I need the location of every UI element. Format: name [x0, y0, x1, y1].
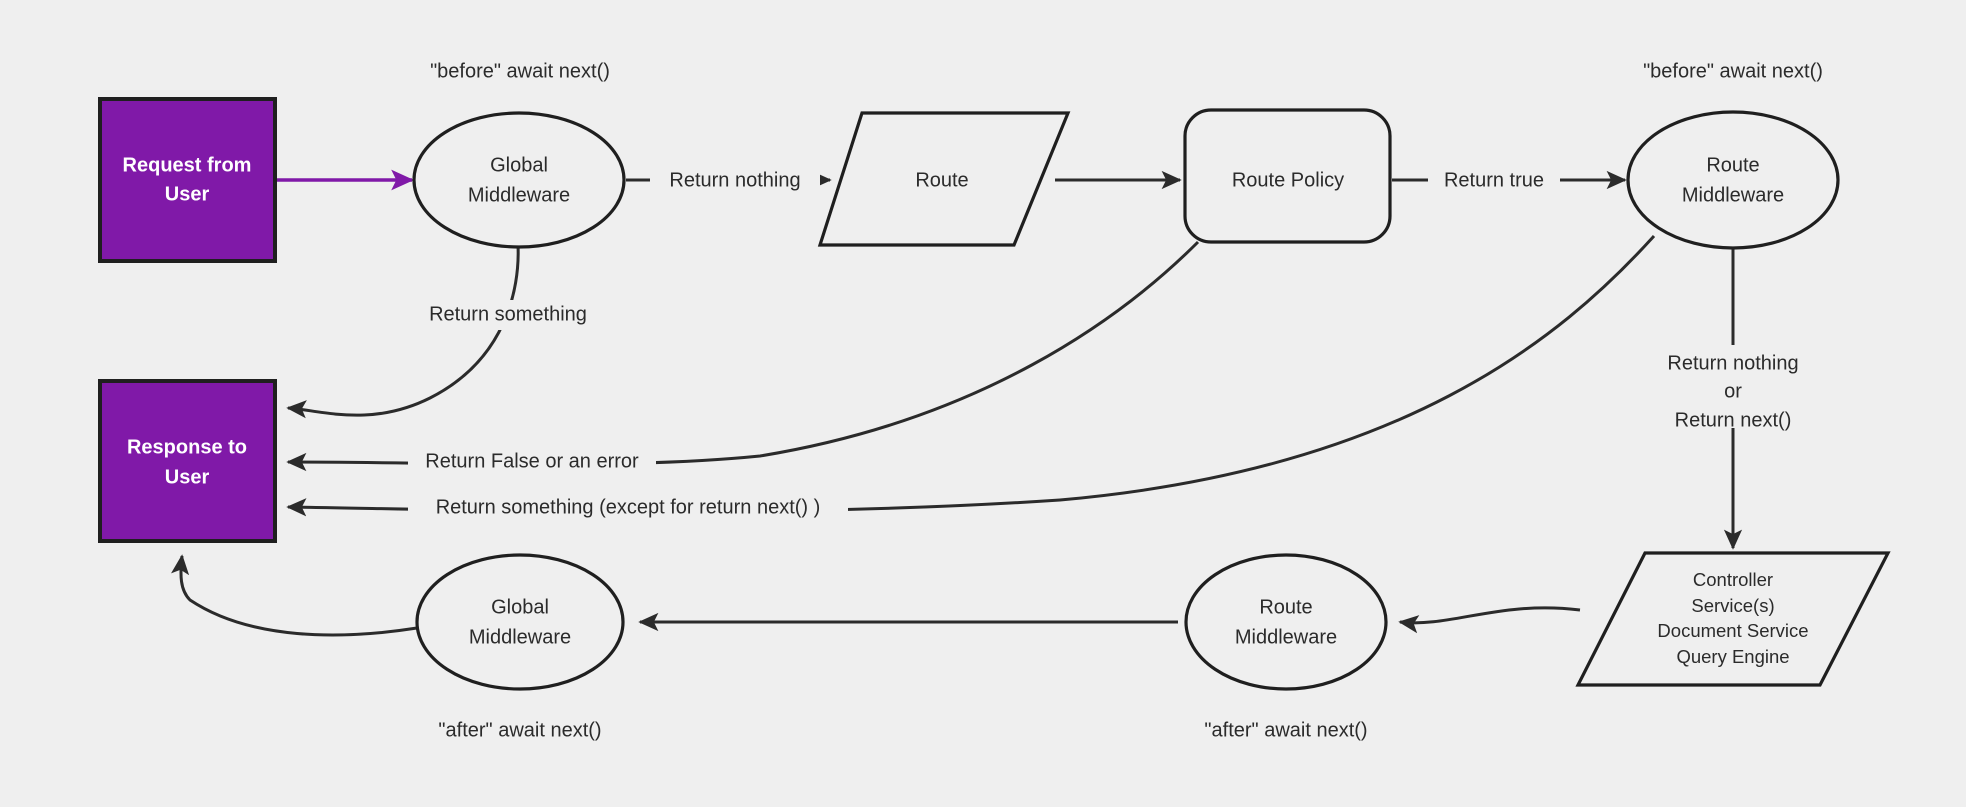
annotation-before-route-middleware: "before" await next()	[1643, 60, 1823, 82]
handler-shape	[1575, 551, 1891, 687]
node-route-policy[interactable]: Route Policy	[1183, 108, 1392, 244]
route-middleware-before-label-line1: Route	[1706, 154, 1759, 176]
annotation-after-route-middleware: "after" await next()	[1204, 719, 1367, 741]
handler-label-line2: Service(s)	[1691, 595, 1774, 616]
node-handler-stack[interactable]: Controller Service(s) Document Service Q…	[1575, 551, 1891, 687]
route-middleware-after-label-line1: Route	[1259, 596, 1312, 618]
return-true-label-bg	[1428, 165, 1560, 195]
edge-label-return-true: Return true	[1444, 169, 1544, 191]
global-middleware-before-label-line2: Middleware	[468, 184, 570, 206]
route-middleware-after-shape	[1184, 553, 1388, 691]
edge-label-return-nothing: Return nothing	[669, 169, 800, 191]
node-response-to-user[interactable]: Response to User	[98, 379, 277, 543]
response-box-shape	[98, 379, 277, 543]
edge-global-middleware-after-to-response	[171, 554, 418, 637]
global-middleware-after-label-line2: Middleware	[469, 626, 571, 648]
request-box-shape	[98, 97, 277, 263]
edge-label-return-false-or-error: Return False or an error	[425, 450, 639, 472]
node-route-middleware-before[interactable]: Route Middleware	[1626, 110, 1840, 250]
response-label-line2: User	[165, 466, 210, 488]
edge-global-middleware-return-something	[286, 244, 520, 419]
global-middleware-after-label-line1: Global	[491, 596, 549, 618]
node-route-middleware-after[interactable]: Route Middleware	[1184, 553, 1388, 691]
node-request-from-user[interactable]: Request from User	[98, 97, 277, 263]
return-false-label-bg	[408, 447, 656, 477]
edge-label-return-nothing-or-next-line3: Return next()	[1675, 409, 1792, 431]
return-nothing-label-bg	[650, 165, 820, 195]
return-something-except-next-label-bg	[408, 493, 848, 523]
request-label-line2: User	[165, 183, 210, 205]
edge-label-return-something-except-next: Return something (except for return next…	[436, 496, 821, 518]
route-shape	[817, 111, 1071, 247]
node-global-middleware-before[interactable]: Global Middleware	[412, 111, 626, 249]
response-label-line1: Response to	[127, 436, 247, 458]
return-something-label-bg	[404, 300, 596, 330]
return-nothing-or-next-label-bg	[1640, 347, 1830, 427]
edge-label-return-nothing-or-next-line2: or	[1724, 380, 1742, 402]
annotation-before-global-middleware: "before" await next()	[430, 60, 610, 82]
request-label-line1: Request from	[123, 154, 252, 176]
node-route[interactable]: Route	[817, 111, 1071, 247]
edge-handler-to-route-middleware-after	[1398, 606, 1581, 634]
global-middleware-before-shape	[412, 111, 626, 249]
global-middleware-after-shape	[415, 553, 625, 691]
route-middleware-before-shape	[1626, 110, 1840, 250]
route-middleware-before-label-line2: Middleware	[1682, 184, 1784, 206]
handler-label-line3: Document Service	[1657, 620, 1808, 641]
route-middleware-after-label-line2: Middleware	[1235, 626, 1337, 648]
edge-label-return-something: Return something	[429, 303, 587, 325]
global-middleware-before-label-line1: Global	[490, 154, 548, 176]
route-policy-shape	[1183, 108, 1392, 244]
handler-label-line1: Controller	[1693, 569, 1773, 590]
edge-route-policy-return-false	[286, 240, 1200, 472]
route-policy-label: Route Policy	[1232, 169, 1344, 191]
edge-label-return-nothing-or-next-line1: Return nothing	[1667, 352, 1798, 374]
annotation-after-global-middleware: "after" await next()	[438, 719, 601, 741]
node-global-middleware-after[interactable]: Global Middleware	[415, 553, 625, 691]
handler-label-line4: Query Engine	[1676, 646, 1789, 667]
route-label: Route	[915, 169, 968, 191]
